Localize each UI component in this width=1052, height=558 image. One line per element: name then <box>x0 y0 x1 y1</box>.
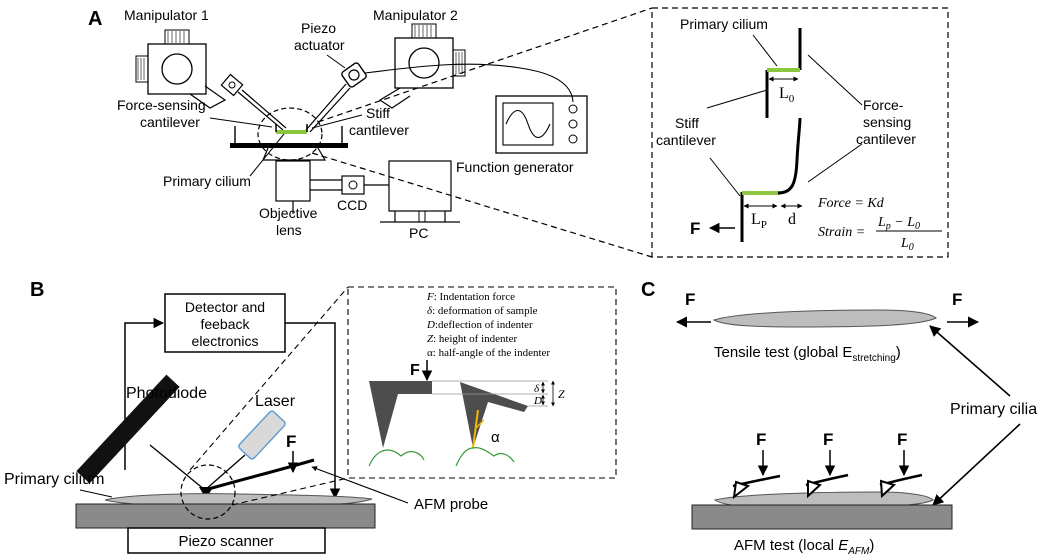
panel-b-letter: B <box>30 279 44 301</box>
objective-label-1: Objective <box>259 205 318 221</box>
inset-b: F: Indentation force δ: deformation of s… <box>347 286 617 479</box>
cell-surface-left <box>368 449 425 467</box>
delta-label: δ <box>534 383 540 395</box>
detector-label-2: feeback <box>200 316 250 332</box>
stiff-cantilever-label-2: cantilever <box>349 122 409 138</box>
panel-b: B Detector and feeback electronics Photo… <box>4 279 617 554</box>
piezo-actuator-label-1: Piezo <box>301 20 336 36</box>
detector-box <box>164 293 286 353</box>
manipulator-1-label: Manipulator 1 <box>124 7 209 23</box>
panel-a-letter: A <box>88 8 102 30</box>
panel-c-letter: C <box>641 279 655 301</box>
inset-force-sensing-2: sensing <box>863 114 911 130</box>
piezo-scanner <box>127 527 326 554</box>
photodiode-label: Photodiode <box>126 385 207 402</box>
tensile-f-left: F <box>685 290 695 309</box>
cell-surface-right <box>455 447 515 467</box>
inset-force-sensing-3: cantilever <box>856 131 916 147</box>
zoom-circle-b <box>180 464 236 520</box>
zoom-circle <box>257 107 323 161</box>
inset-f-label: F <box>690 219 700 238</box>
piezo-scanner-label: Piezo scanner <box>178 533 273 550</box>
signal-wire <box>364 63 574 103</box>
alpha-label: α <box>491 429 500 446</box>
strain-label: Strain = <box>818 225 865 240</box>
manipulator-1 <box>135 29 287 131</box>
strain-denominator: L0 <box>900 236 914 253</box>
substrate-c <box>691 504 953 530</box>
inset-d-label: d <box>788 211 796 228</box>
objective-lens <box>275 160 311 214</box>
legend-deflection: D:deflection of indenter <box>426 319 533 331</box>
pc-computer <box>380 160 460 223</box>
afm-tip <box>199 487 213 499</box>
force-cantilever-label-2: cantilever <box>140 114 200 130</box>
afm-f-2: F <box>823 430 833 449</box>
indenter-undeformed <box>369 381 432 448</box>
afm-test-caption: AFM test (local EAFM) <box>734 537 874 557</box>
stiff-cantilever-label-1: Stiff <box>366 105 390 121</box>
primary-cilium-label-b: Primary cilium <box>4 471 104 488</box>
function-generator <box>495 95 588 154</box>
ccd-label: CCD <box>337 197 367 213</box>
afm-cantilever <box>204 458 315 492</box>
panel-c: C F F Tensile test (global Estretching) … <box>641 279 1037 557</box>
inset-b-legend: F: Indentation force δ: deformation of s… <box>426 291 550 359</box>
piezo-actuator-label-2: actuator <box>294 37 345 53</box>
substrate-b <box>75 503 376 529</box>
inset-stiff-1: Stiff <box>675 115 699 131</box>
d-label: D <box>533 395 542 407</box>
inset-lp-label: LP <box>751 211 767 231</box>
legend-force: F: Indentation force <box>426 291 515 303</box>
afm-f-3: F <box>897 430 907 449</box>
force-cantilever-label-1: Force-sensing <box>117 97 206 113</box>
inset-force-sensing-1: Force- <box>863 97 904 113</box>
objective-label-2: lens <box>276 222 302 238</box>
strain-numerator: Lp − L0 <box>877 215 920 232</box>
sample-dish <box>230 107 348 161</box>
legend-height: Z: height of indenter <box>427 333 517 345</box>
function-generator-label: Function generator <box>456 159 574 175</box>
photodiode <box>76 374 180 484</box>
legend-alpha: α: half-angle of the indenter <box>427 347 550 359</box>
afm-probe-label: AFM probe <box>414 496 488 513</box>
primary-cilia-label: Primary cilia <box>950 401 1037 418</box>
force-equation: Force = Kd <box>817 196 885 211</box>
manipulator-2-label: Manipulator 2 <box>373 7 458 23</box>
primary-cilium-label-a: Primary cilium <box>163 173 251 189</box>
tensile-test-caption: Tensile test (global Estretching) <box>714 344 901 364</box>
afm-test: F F F <box>691 430 953 530</box>
laser <box>238 410 286 460</box>
inset-a: Primary cilium L0 Force- sensing cantile… <box>651 7 949 258</box>
tensile-f-right: F <box>952 290 962 309</box>
detector-label-1: Detector and <box>185 299 265 315</box>
b-force-label: F <box>286 432 296 451</box>
inset-l0-label: L0 <box>779 85 795 105</box>
ccd-camera <box>310 175 389 195</box>
detector-label-3: electronics <box>192 333 259 349</box>
legend-delta: δ: deformation of sample <box>427 305 538 317</box>
inset-primary-cilium-label: Primary cilium <box>680 16 768 32</box>
afm-f-1: F <box>756 430 766 449</box>
pc-label: PC <box>409 225 428 241</box>
cilium-tensile <box>712 309 937 328</box>
panel-a: A Manipulator 1 <box>88 7 949 258</box>
indenter-deformed <box>460 382 528 448</box>
manipulator-2 <box>305 23 466 133</box>
z-label: Z <box>558 387 565 401</box>
inset-b-force-label: F <box>410 362 420 379</box>
laser-label: Laser <box>255 393 296 410</box>
inset-stiff-2: cantilever <box>656 132 716 148</box>
